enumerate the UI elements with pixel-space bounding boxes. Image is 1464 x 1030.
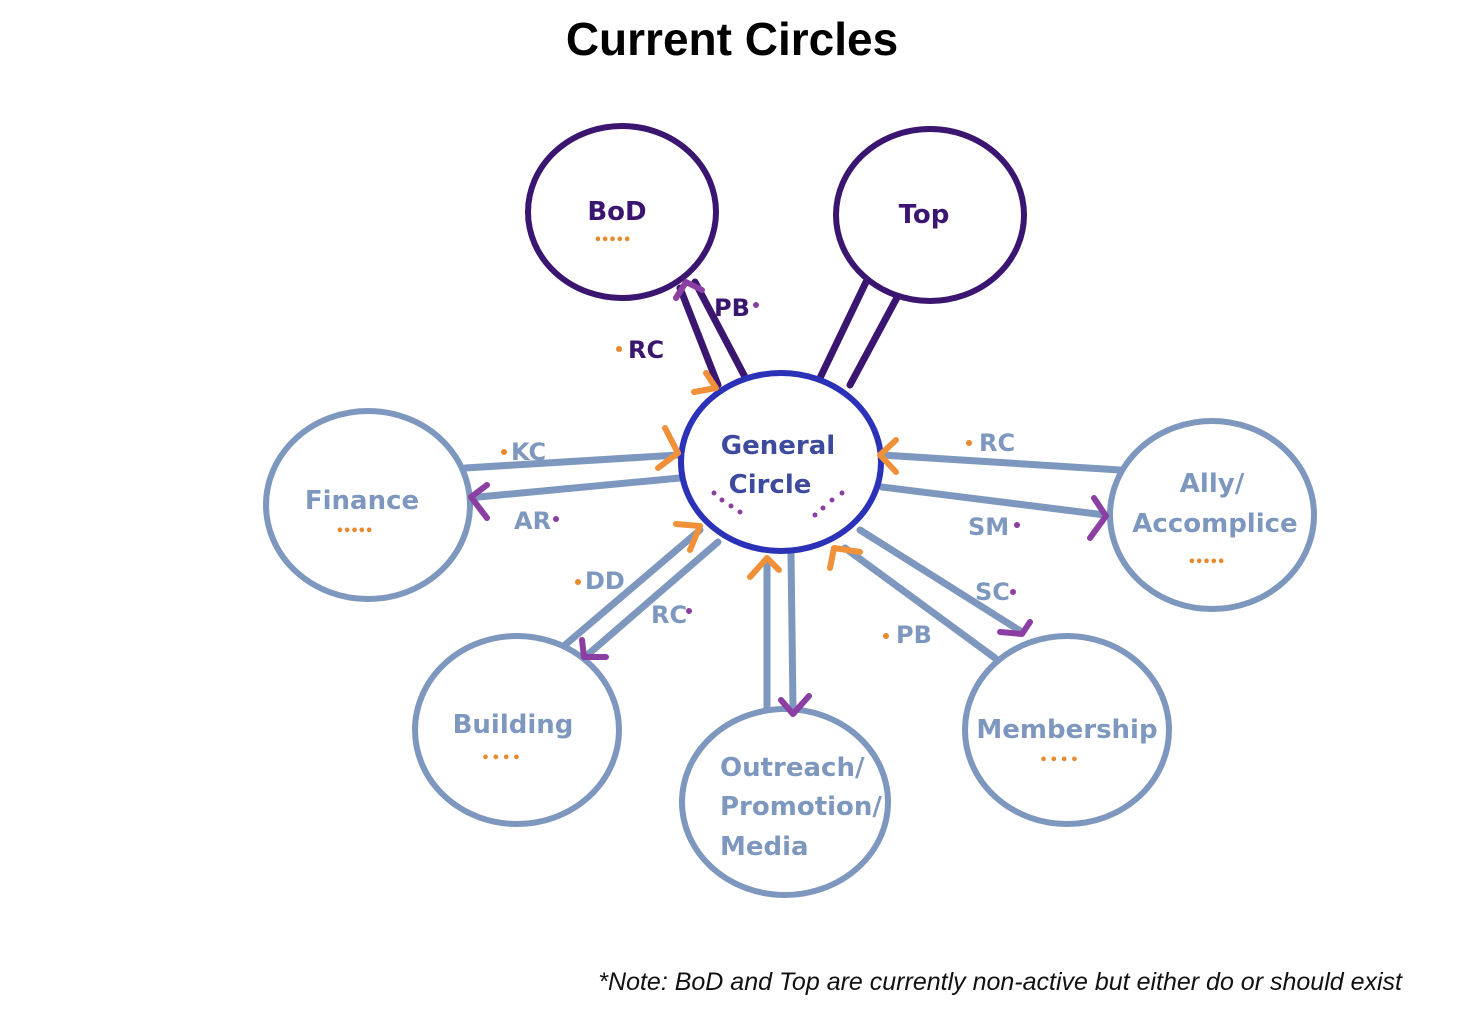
footnote: *Note: BoD and Top are currently non-act… (598, 968, 1402, 996)
arrowhead-building-rc (579, 637, 609, 660)
general-circle (678, 370, 884, 554)
edge-label-bod-rc: RC (628, 336, 664, 364)
building-label: Building (453, 710, 574, 740)
arrowhead-membership-in (827, 545, 863, 571)
edge-label-bld-dd: DD (585, 567, 625, 595)
outreach-label-line2: Promotion/ (720, 792, 882, 822)
finance-dots: ••••• (336, 524, 373, 539)
edge-label-ally-rc: RC (979, 429, 1015, 457)
edge-label-mem-pb: PB (896, 621, 932, 649)
membership-circle (962, 633, 1172, 827)
arrowhead-ally-sm (1087, 495, 1109, 541)
building-dots: •••• (481, 751, 522, 766)
bod-label: BoD (587, 197, 646, 227)
arrowhead-bod-rc (691, 370, 719, 395)
membership-dots: •••• (1039, 753, 1080, 768)
connector-building-rc (581, 538, 722, 661)
edge-label-fin-kc: KC (511, 438, 546, 466)
top-circle (833, 126, 1027, 304)
ally-label-line1: Ally/ (1180, 469, 1245, 499)
bod-dots: ••••• (594, 233, 631, 248)
connector-bod-rc (676, 284, 722, 389)
building-circle (412, 633, 622, 827)
ally-label-line2: Accomplice (1132, 509, 1297, 539)
finance-label: Finance (305, 486, 419, 516)
arrowhead-outreach-in (747, 555, 782, 580)
connector-top-1 (816, 278, 870, 382)
edge-label-bod-pb: PB (714, 294, 750, 322)
edge-label-ally-sm: SM (968, 513, 1009, 541)
general-label-line1: General (721, 431, 835, 461)
connector-ally-rc (878, 451, 1124, 474)
connectors (461, 278, 1124, 712)
connector-top-2 (846, 288, 904, 389)
edge-label-bld-rc: RC (651, 601, 687, 629)
arrowheads (468, 279, 1109, 717)
arrowhead-building-dd (673, 521, 703, 553)
arrowhead-bod-pb (673, 279, 705, 301)
connector-finance-ar (464, 474, 684, 502)
ally-circle (1107, 418, 1317, 612)
bod-circle (525, 123, 719, 301)
ally-dots: ••••• (1188, 555, 1225, 570)
connector-building-dd (561, 526, 704, 649)
connector-outreach-2 (787, 549, 797, 712)
connector-ally-sm (878, 483, 1109, 519)
outreach-label-line3: Media (720, 832, 809, 862)
connector-bod-pb (691, 278, 749, 381)
arrowhead-finance-ar (468, 482, 490, 521)
top-label: Top (899, 200, 950, 230)
edge-label-bullets (501, 302, 1020, 639)
connector-membership-pb (841, 544, 999, 662)
edge-label-mem-sc: SC (975, 578, 1010, 606)
general-circle-dots (711, 490, 845, 518)
finance-circle (263, 408, 473, 602)
arrowhead-finance-kc (655, 425, 681, 471)
general-label-line2: Circle (729, 470, 812, 500)
membership-label: Membership (976, 715, 1157, 745)
connector-finance-kc (461, 451, 682, 472)
arrowhead-ally-rc (877, 437, 899, 475)
outreach-label-line1: Outreach/ (720, 753, 865, 783)
arrowhead-membership-out (997, 619, 1033, 637)
connector-membership-sc (856, 526, 1026, 636)
arrowhead-outreach-out (778, 693, 812, 717)
edge-label-fin-ar: AR (514, 507, 551, 535)
circles (263, 123, 1317, 898)
page-title: Current Circles (565, 13, 899, 65)
